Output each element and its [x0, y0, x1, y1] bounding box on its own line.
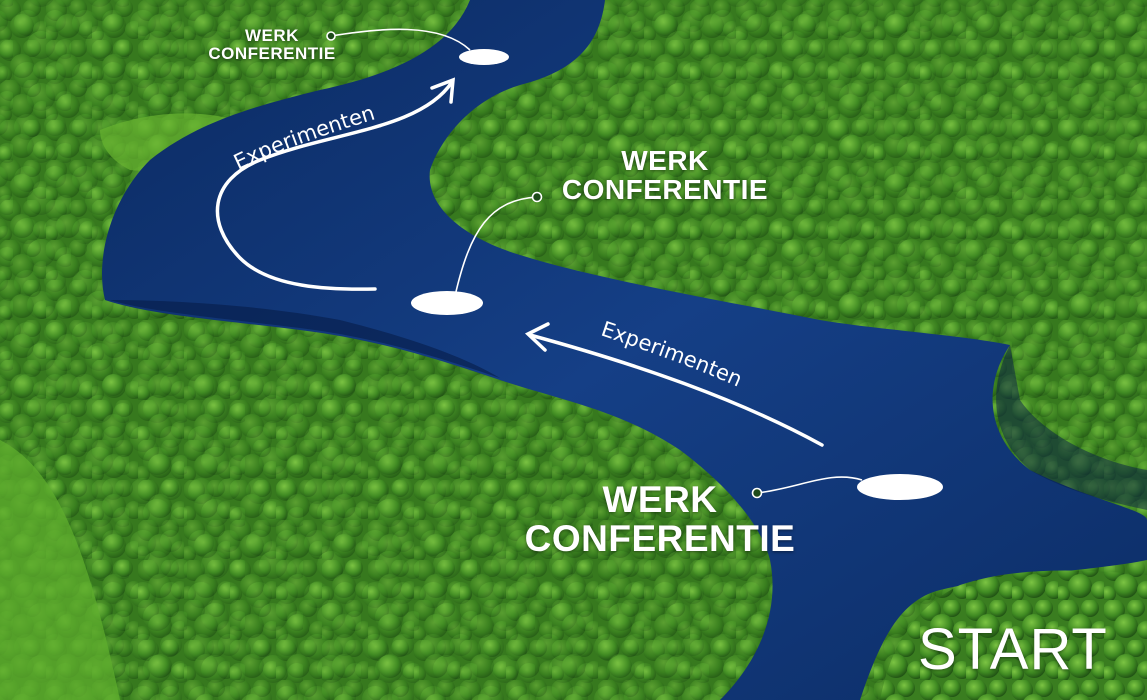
river	[102, 0, 1147, 700]
werk-conferentie-top-line1: WERK	[245, 26, 299, 45]
experimenten-upper-arrow	[215, 77, 455, 291]
marsh-area	[0, 440, 120, 700]
werk-conferentie-bottom-line1: WERK	[602, 479, 718, 520]
marsh-area-upper	[100, 113, 235, 171]
river-shadow-right	[996, 345, 1147, 510]
werk-conferentie-bottom-label: WERK CONFERENTIE	[510, 479, 810, 559]
callout-top	[326, 28, 471, 51]
waypoint-top	[459, 49, 509, 65]
waypoint-bottom	[857, 474, 943, 500]
werk-conferentie-bottom-line2: CONFERENTIE	[524, 517, 796, 559]
callout-middle	[454, 191, 543, 297]
river-shadow	[110, 300, 500, 378]
waypoint-middle	[411, 291, 483, 315]
werk-conferentie-middle-line1: WERK	[621, 145, 709, 176]
werk-conferentie-middle-line2: CONFERENTIE	[561, 174, 769, 206]
werk-conferentie-top-line2: CONFERENTIE	[208, 43, 336, 63]
werk-conferentie-top-label: WERK CONFERENTIE	[196, 27, 348, 63]
start-island	[880, 570, 1147, 700]
werk-conferentie-middle-label: WERK CONFERENTIE	[540, 146, 790, 205]
start-label: START	[918, 617, 1108, 682]
callout-bottom	[751, 476, 863, 499]
experimenten-lower-arrow	[524, 322, 824, 447]
